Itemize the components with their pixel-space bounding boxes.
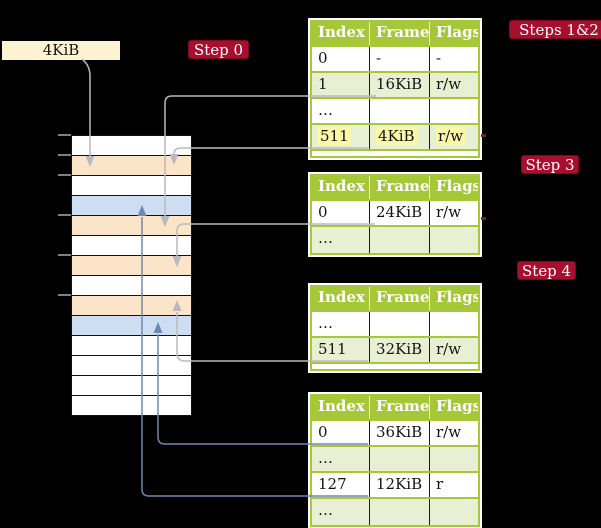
memory-tick: [58, 154, 71, 156]
memory-tick: [58, 294, 71, 296]
memory-row-plain: [72, 136, 191, 156]
column-header-frame: Frame: [369, 22, 429, 45]
column-header-frame: Frame: [369, 396, 429, 419]
table-row: …: [312, 447, 478, 473]
table-cell: 1: [318, 75, 328, 93]
table-cell: 32KiB: [369, 338, 429, 362]
column-header-flags: Flags: [429, 22, 478, 45]
table-row: 0 --: [312, 47, 478, 73]
table-cell: 0: [318, 49, 328, 67]
table-row: …: [312, 227, 478, 253]
table-cell: 127: [318, 475, 347, 493]
memory-row-peach: [72, 216, 191, 236]
table-cell: …: [318, 314, 333, 332]
table-cell: [429, 499, 478, 525]
table-continuation-sliver: [312, 151, 478, 156]
table-cell: -: [369, 47, 429, 71]
memory-tick: [58, 174, 71, 176]
connector-stub: [481, 134, 486, 137]
memory-row-plain: [72, 276, 191, 296]
table-cell: …: [318, 229, 333, 247]
badge-steps-1-2: Steps 1&2: [509, 20, 601, 39]
badge-step-0: Step 0: [188, 40, 249, 59]
column-header-flags: Flags: [429, 396, 478, 419]
connector-stub: [481, 217, 486, 220]
memory-row-plain: [72, 176, 191, 196]
table-cell: r/w: [429, 125, 478, 149]
table-row: …: [312, 499, 478, 525]
table-cell: 0: [318, 423, 328, 441]
table-cell: -: [429, 47, 478, 71]
memory-tick: [58, 254, 71, 256]
column-header-index: Index: [318, 23, 365, 41]
memory-row-plain: [72, 236, 191, 256]
column-header-index: Index: [318, 397, 365, 415]
badge-step-4: Step 4: [517, 261, 576, 280]
table-continuation-sliver: [312, 364, 478, 369]
table-cell: [369, 447, 429, 471]
table-cell: 24KiB: [369, 201, 429, 225]
table-cell: …: [318, 101, 333, 119]
table-cell: 0: [318, 203, 328, 221]
table-cell: [369, 312, 429, 336]
table-cell: [369, 227, 429, 253]
column-header-frame: Frame: [369, 287, 429, 310]
table-cell: r/w: [429, 421, 478, 445]
table-row: …: [312, 312, 478, 338]
badge-step-3: Step 3: [521, 155, 579, 174]
memory-row-peach: [72, 156, 191, 176]
physical-memory-column: [71, 135, 192, 416]
memory-tick: [58, 134, 71, 136]
table-cell: …: [318, 449, 333, 467]
memory-row-blue: [72, 316, 191, 336]
table-cell: [429, 227, 478, 253]
table-cell: 16KiB: [369, 73, 429, 97]
table-cell: [429, 447, 478, 471]
column-header-frame: Frame: [369, 176, 429, 199]
memory-row-plain: [72, 376, 191, 396]
table-cell: [369, 99, 429, 123]
table-cell: …: [318, 501, 333, 519]
memory-row-plain: [72, 356, 191, 376]
table-cell: 4KiB: [369, 125, 429, 149]
memory-tick: [58, 214, 71, 216]
memory-row-plain: [72, 336, 191, 356]
column-header-flags: Flags: [429, 287, 478, 310]
table-cell: r/w: [429, 73, 478, 97]
table-cell: [429, 99, 478, 123]
frame-size-label: 4KiB: [2, 41, 120, 60]
table-cell: 36KiB: [369, 421, 429, 445]
column-header-index: Index: [318, 288, 365, 306]
table-cell: 12KiB: [369, 473, 429, 497]
memory-row-peach: [72, 296, 191, 316]
memory-row-plain: [72, 396, 191, 415]
table-row: …: [312, 99, 478, 125]
memory-row-peach: [72, 256, 191, 276]
table-cell: [369, 499, 429, 525]
table-cell: r: [429, 473, 478, 497]
table-cell: r/w: [429, 201, 478, 225]
table-cell: 511: [318, 340, 347, 358]
memory-row-blue: [72, 196, 191, 216]
column-header-index: Index: [318, 177, 365, 195]
table-cell: [429, 312, 478, 336]
table-cell: r/w: [429, 338, 478, 362]
column-header-flags: Flags: [429, 176, 478, 199]
table-cell: 511: [318, 127, 351, 145]
